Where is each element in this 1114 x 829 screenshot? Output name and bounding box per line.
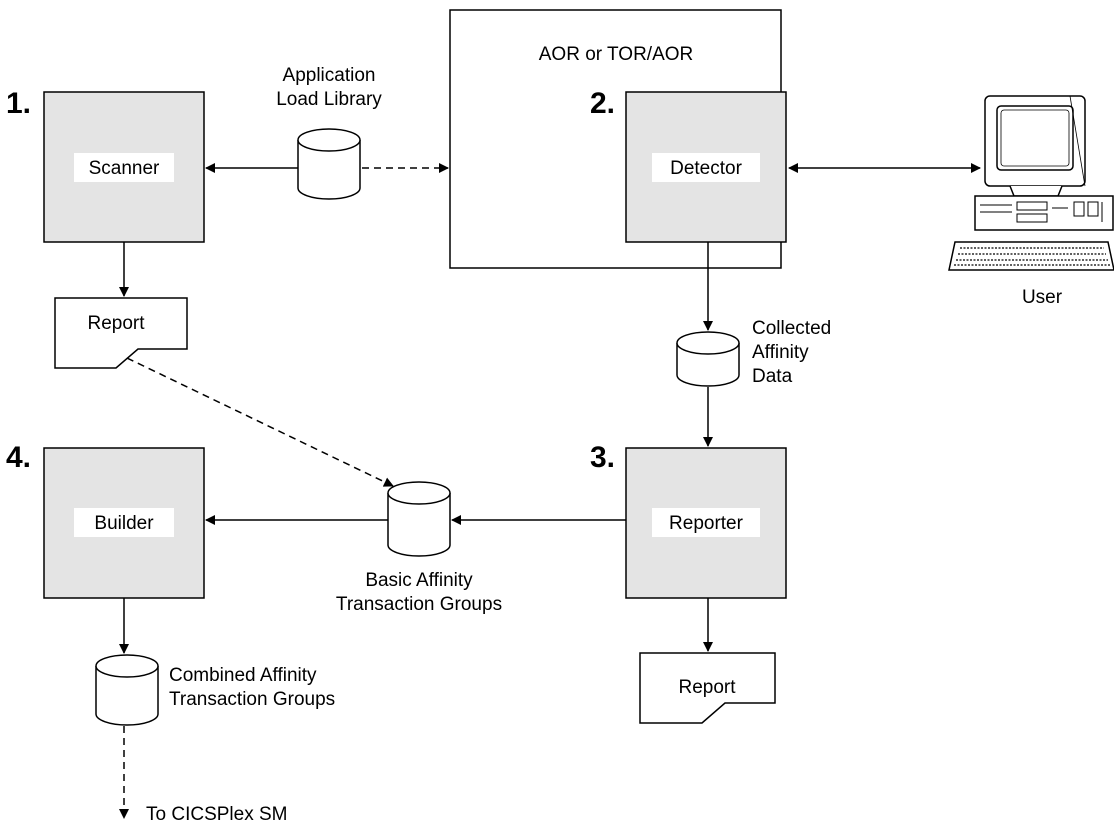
scanner-report: Report [54, 297, 188, 369]
combined-affinity-datastore: Combined Affinity Transaction Groups [95, 654, 335, 726]
reporter-label: Reporter [669, 513, 744, 534]
arrow-report-to-basic [126, 357, 394, 487]
connectors [119, 163, 981, 819]
basic-affinity-datastore: Basic Affinity Transaction Groups [336, 481, 502, 615]
basic-line-2: Transaction Groups [336, 594, 502, 615]
user-label: User [1022, 287, 1063, 308]
load-library-line-1: Application [283, 65, 376, 86]
collected-line-2: Affinity [752, 342, 809, 363]
builder-number: 4. [6, 441, 31, 474]
scanner-report-label: Report [87, 313, 145, 334]
builder-component: 4. Builder [6, 441, 205, 599]
load-library-line-2: Load Library [276, 89, 382, 110]
reporter-component: 3. Reporter [590, 441, 787, 599]
detector-label: Detector [670, 158, 742, 179]
builder-label: Builder [94, 513, 154, 534]
user-terminal-icon: User [948, 95, 1114, 308]
scanner-component: 1. Scanner [6, 87, 205, 243]
container-label: AOR or TOR/AOR [539, 44, 694, 65]
detector-number: 2. [590, 87, 615, 120]
collected-affinity-datastore: Collected Affinity Data [676, 318, 831, 387]
output-label: To CICSPlex SM [146, 804, 287, 825]
combined-line-1: Combined Affinity [169, 665, 317, 686]
collected-line-3: Data [752, 366, 793, 387]
basic-line-1: Basic Affinity [365, 570, 473, 591]
detector-component: 2. Detector [590, 87, 787, 243]
collected-line-1: Collected [752, 318, 831, 339]
reporter-report-label: Report [678, 677, 736, 698]
combined-line-2: Transaction Groups [169, 689, 335, 710]
scanner-label: Scanner [89, 158, 160, 179]
load-library-datastore: Application Load Library [276, 65, 382, 200]
scanner-number: 1. [6, 87, 31, 120]
reporter-number: 3. [590, 441, 615, 474]
reporter-report: Report [639, 652, 776, 724]
